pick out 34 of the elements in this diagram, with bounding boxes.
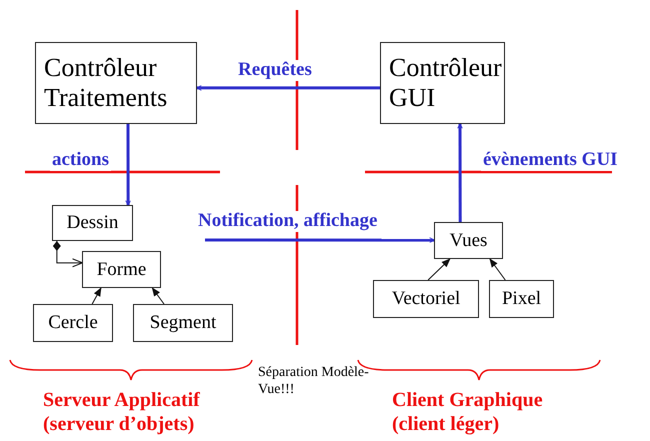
arrow <box>428 258 451 280</box>
edge-label: Requêtes <box>236 60 314 81</box>
arrow <box>92 287 102 304</box>
arrow <box>457 123 463 222</box>
group-label: Serveur Applicatif (serveur d’objets) <box>43 388 201 436</box>
class-box <box>33 304 113 342</box>
node-label: Vectoriel <box>392 288 460 310</box>
edge-label: évènements GUI <box>481 150 620 171</box>
group-label: Client Graphique (client léger) <box>392 388 544 436</box>
arrow <box>152 287 164 304</box>
class-box <box>380 42 505 124</box>
node-label: Pixel <box>502 288 542 310</box>
arrow <box>52 240 83 268</box>
node-label: Segment <box>150 312 216 334</box>
arrow <box>196 85 380 91</box>
note-text: Séparation Modèle-Vue!!! <box>258 365 370 399</box>
class-box <box>373 280 479 318</box>
node-label: Contrôleur GUI <box>389 53 502 113</box>
node-label: Dessin <box>66 212 118 234</box>
class-box <box>434 222 503 259</box>
class-box <box>35 42 197 124</box>
node-label: Vues <box>450 230 488 252</box>
class-box <box>133 304 233 342</box>
node-label: Contrôleur Traitements <box>44 53 168 113</box>
edge-label: actions <box>50 150 111 171</box>
node-label: Forme <box>96 258 146 280</box>
arrow <box>125 124 132 206</box>
node-label: Cercle <box>48 312 98 334</box>
class-box <box>82 251 161 288</box>
arrow <box>205 237 435 244</box>
edge-label: Notification, affichage <box>196 211 380 232</box>
class-box <box>489 280 554 318</box>
class-box <box>52 205 133 241</box>
arrow <box>489 258 506 280</box>
